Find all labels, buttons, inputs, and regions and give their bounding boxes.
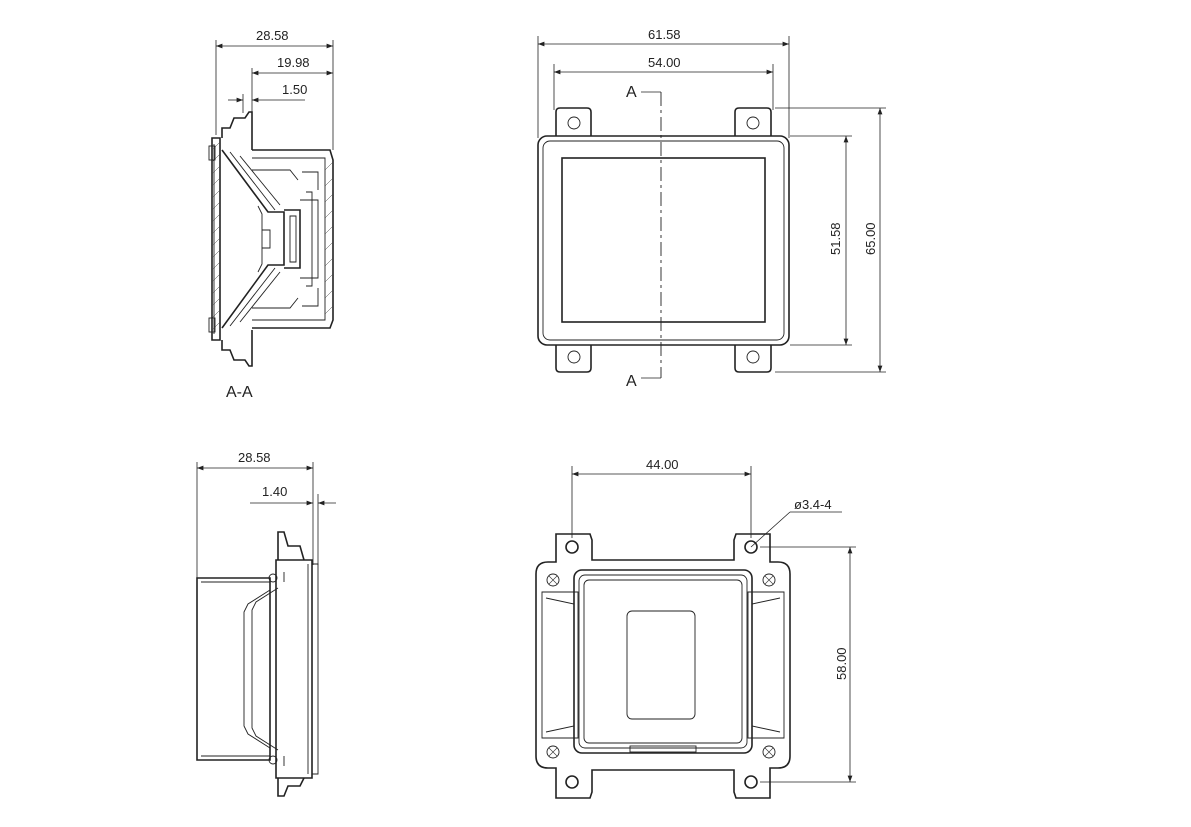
dim-side-overall-depth: 28.58 — [196, 450, 314, 578]
dim-text-19-98: 19.98 — [277, 55, 310, 70]
dim-front-outer-width: 61.58 — [537, 27, 790, 138]
front-inner-bezel — [542, 140, 785, 341]
dim-text-65-00: 65.00 — [863, 222, 878, 255]
dim-text-44-00: 44.00 — [646, 457, 679, 472]
dim-text-51-58: 51.58 — [828, 222, 843, 255]
section-label: A-A — [226, 384, 253, 401]
dim-rear-vertical-spacing: 58.00 — [760, 546, 856, 783]
rear-hole-bottom-left — [565, 775, 579, 789]
front-view: 61.58 54.00 51.58 65.00 — [537, 27, 886, 390]
dim-text-hole-callout: ø3.4-4 — [794, 497, 832, 512]
rear-flange-outline — [535, 533, 791, 799]
dim-section-overall-depth: 28.58 — [215, 28, 334, 150]
rear-hole-top-left — [565, 540, 579, 554]
dim-text-54-00: 54.00 — [648, 55, 681, 70]
rear-view: 44.00 ø3.4-4 58.00 — [535, 457, 856, 799]
dim-rear-hole-spacing: 44.00 — [571, 457, 752, 538]
front-mounting-tabs — [555, 107, 772, 373]
side-body-outline — [196, 531, 319, 797]
dim-section-body-depth: 19.98 — [251, 55, 333, 115]
rear-connector — [629, 745, 697, 753]
rear-right-flare — [747, 591, 785, 739]
dim-section-flange: 1.50 — [228, 82, 307, 113]
dim-front-inner-width: 54.00 — [553, 55, 774, 110]
section-body-outline — [208, 111, 334, 367]
rear-screws — [546, 573, 776, 759]
rear-hole-top-right — [744, 540, 758, 554]
rear-label-plate — [626, 610, 696, 720]
dim-text-58-00: 58.00 — [834, 647, 849, 680]
dim-front-outer-height: 65.00 — [775, 107, 886, 373]
front-opening — [561, 157, 766, 323]
dim-text-1-50: 1.50 — [282, 82, 307, 97]
dim-text-61-58: 61.58 — [648, 27, 681, 42]
rear-left-flare — [541, 591, 579, 739]
dim-text-28-58-a: 28.58 — [256, 28, 289, 43]
dim-front-inner-height: 51.58 — [790, 135, 852, 346]
dim-text-1-40: 1.40 — [262, 484, 287, 499]
side-view: 28.58 1.40 — [196, 450, 336, 797]
rear-hole-bottom-right — [744, 775, 758, 789]
dim-rear-hole-callout: ø3.4-4 — [750, 497, 842, 548]
section-view-a-a: 28.58 19.98 1.50 — [208, 28, 334, 401]
front-outer-frame — [537, 135, 790, 346]
rear-central-box — [573, 569, 753, 754]
dim-text-28-58-b: 28.58 — [238, 450, 271, 465]
section-marker-top: A — [626, 84, 637, 101]
dim-side-flange: 1.40 — [250, 484, 336, 565]
section-marker-bottom: A — [626, 373, 637, 390]
